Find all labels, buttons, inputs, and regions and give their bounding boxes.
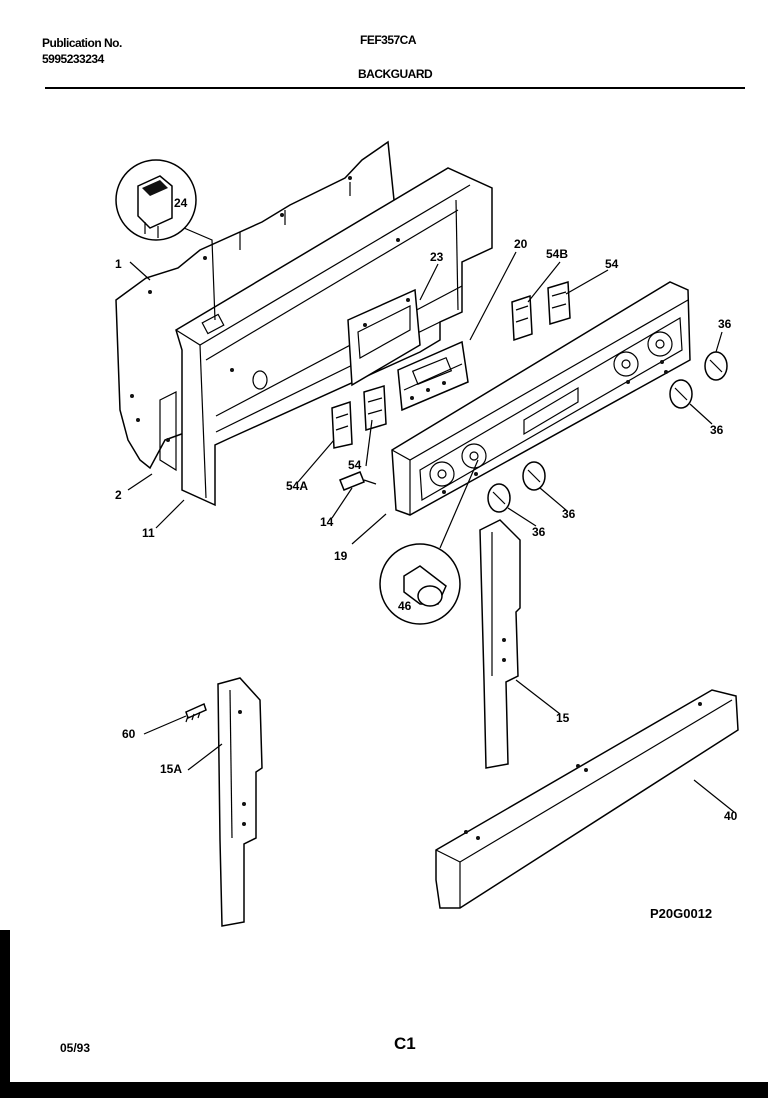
callout-54A: 54A [286, 479, 308, 493]
callout-60: 60 [122, 727, 136, 741]
callout-36-left: 36 [532, 525, 546, 539]
callout-36-right-upper: 36 [718, 317, 732, 331]
callout-36-middle: 36 [562, 507, 576, 521]
switch-54B-part [511, 294, 533, 342]
model-number: FEF357CA [360, 33, 417, 47]
knob-46-detail [379, 459, 479, 625]
switch-54-upper-part [547, 281, 571, 325]
callout-54B: 54B [546, 247, 568, 261]
indicator-light-part [339, 471, 377, 491]
callout-15A: 15A [160, 762, 182, 776]
header-rule [45, 87, 745, 89]
end-bracket-15-part [479, 519, 521, 769]
callout-15: 15 [556, 711, 570, 725]
end-bracket-15A-part [217, 677, 263, 927]
switch-54A-part [331, 400, 353, 449]
callout-54-lower: 54 [348, 458, 362, 472]
callout-14: 14 [320, 515, 334, 529]
revision-date: 05/93 [60, 1041, 91, 1055]
callout-20: 20 [514, 237, 528, 251]
rocker-switch-detail [115, 159, 216, 321]
callout-1: 1 [115, 257, 122, 271]
leader-lines [127, 251, 735, 813]
callout-19: 19 [334, 549, 348, 563]
scan-edge-bar [0, 930, 10, 1098]
knob-36-middle [522, 461, 546, 491]
callout-40: 40 [724, 809, 738, 823]
clock-timer-part [397, 340, 469, 412]
switch-54-lower-part [363, 385, 387, 431]
knob-36-left [487, 483, 511, 513]
callout-11: 11 [142, 526, 155, 540]
screw-60-part [185, 702, 207, 723]
control-panel-part [391, 281, 691, 516]
callout-46: 46 [398, 599, 412, 613]
bottom-border [0, 1082, 768, 1098]
callout-23: 23 [430, 250, 444, 264]
callout-24: 24 [174, 196, 188, 210]
knob-36-right-lower [669, 379, 693, 409]
publication-number: 5995233234 [42, 52, 104, 66]
callout-36-right-lower: 36 [710, 423, 724, 437]
publication-label: Publication No. [42, 36, 122, 50]
callout-2: 2 [115, 488, 122, 502]
page-code: C1 [394, 1034, 416, 1053]
bracket-part [347, 288, 421, 387]
callout-54-upper: 54 [605, 257, 619, 271]
diagram-code: P20G0012 [650, 906, 713, 921]
section-title: BACKGUARD [358, 67, 433, 81]
trim-bar-40-part [435, 689, 739, 909]
knob-36-right-upper [704, 351, 728, 381]
